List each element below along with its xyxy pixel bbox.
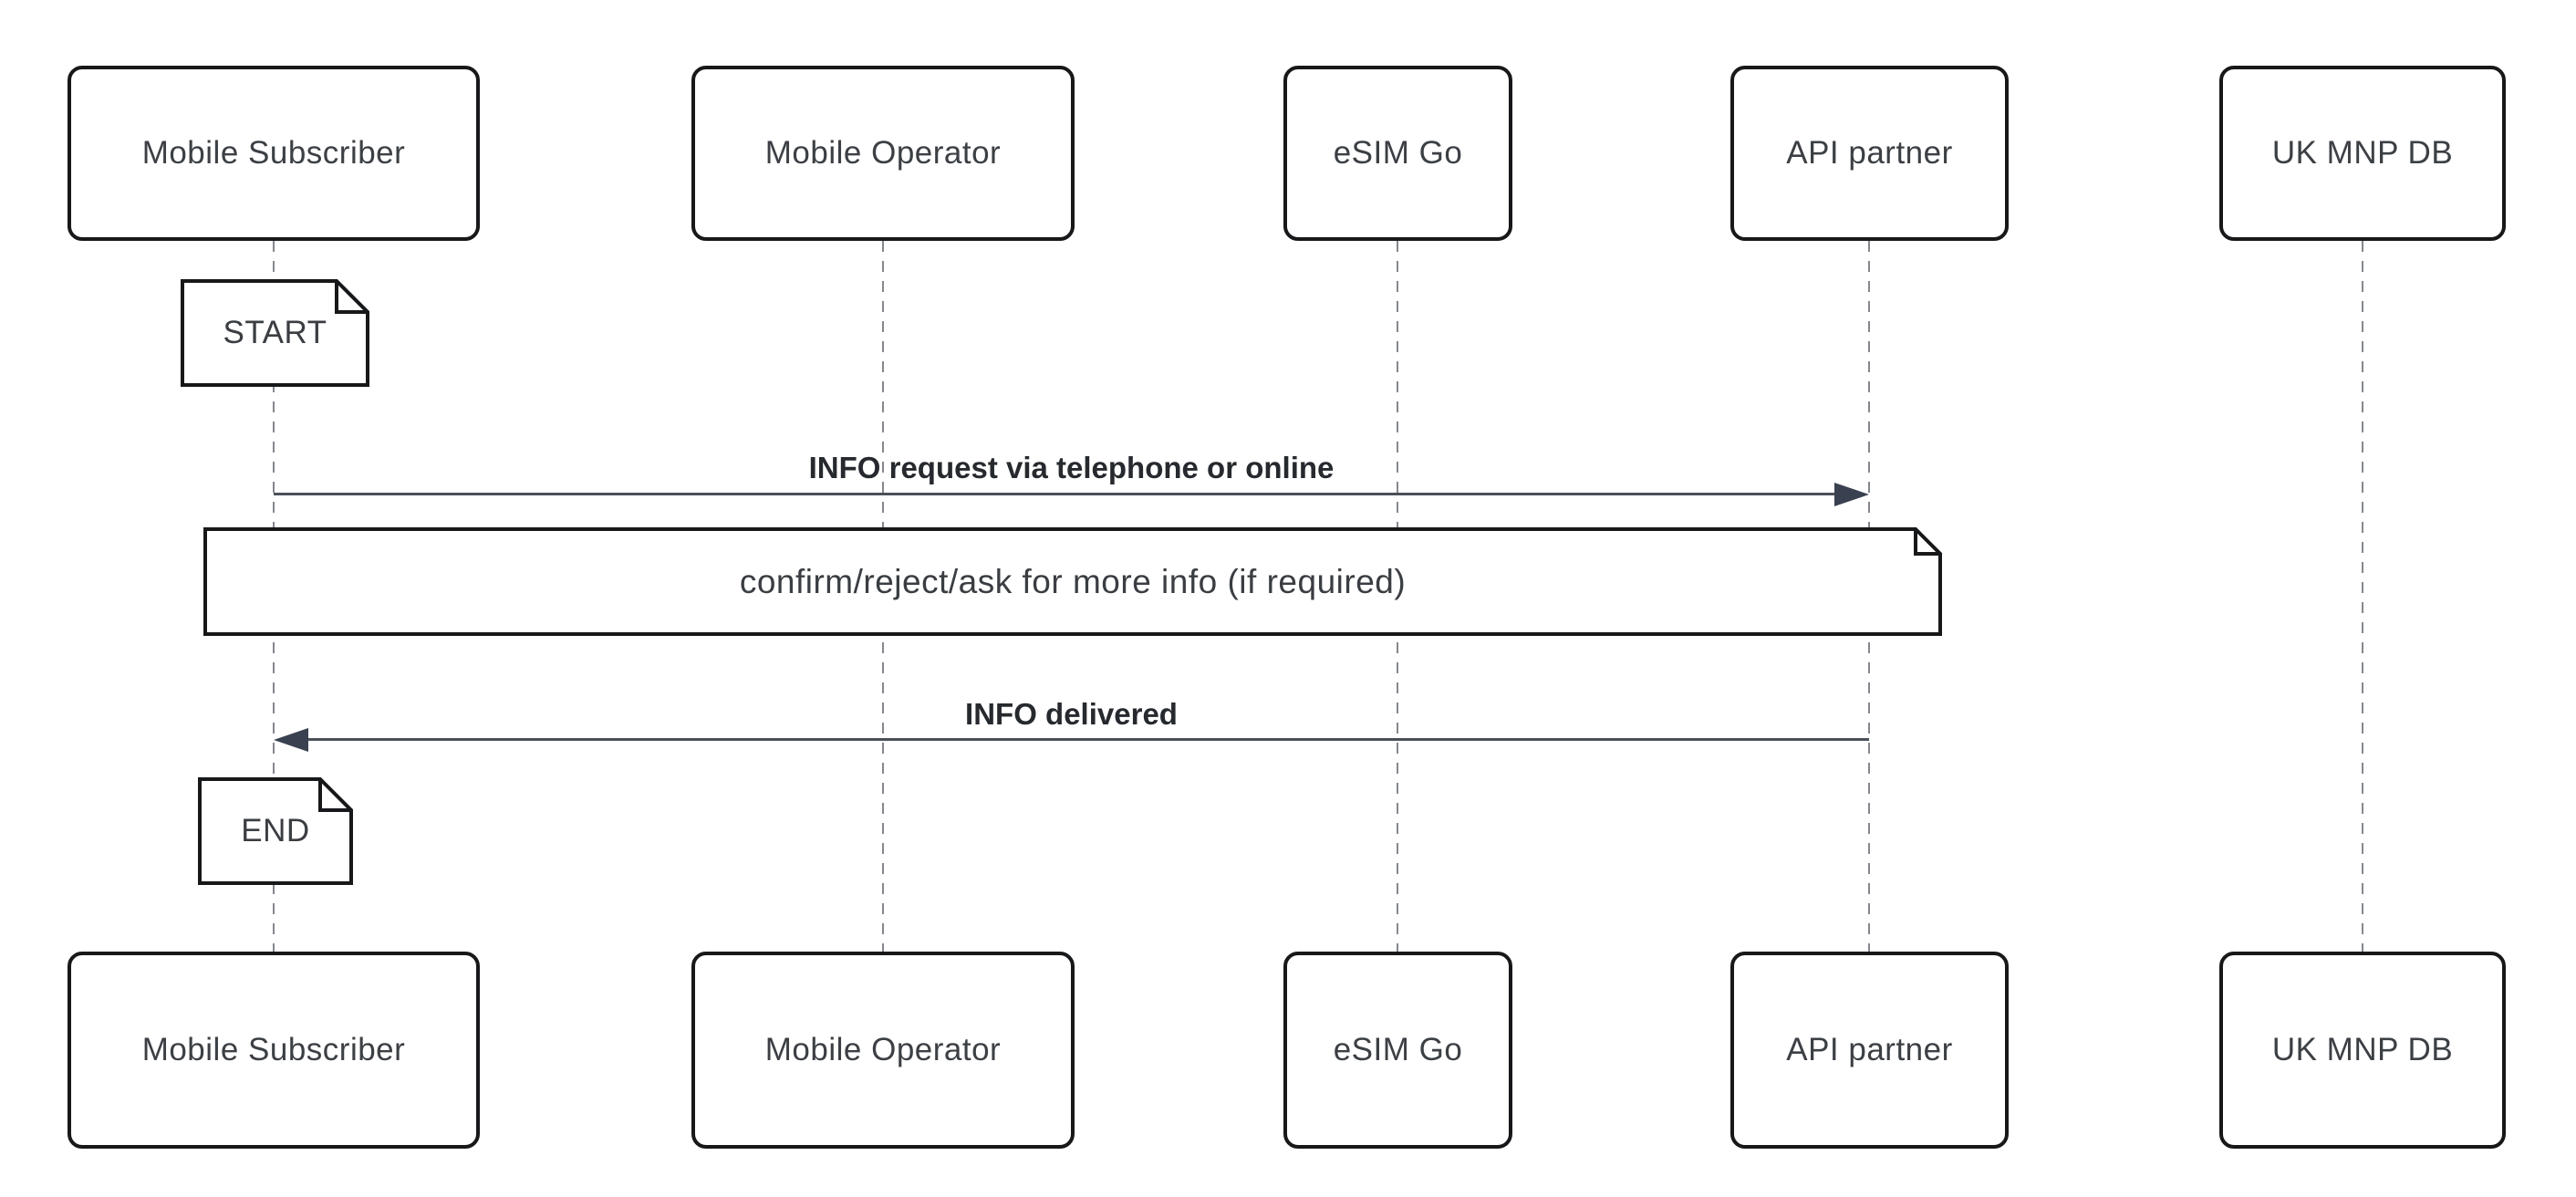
- note-end-label: END: [241, 813, 310, 848]
- actor-box-mobile-subscriber-top: Mobile Subscriber: [68, 66, 480, 241]
- note-shape-icon: [181, 279, 369, 387]
- note-shape-icon: [203, 527, 1942, 636]
- note-start-label: START: [223, 315, 327, 350]
- message-request-label: INFO request via telephone or online: [808, 451, 1335, 484]
- message-delivered-line: [305, 738, 1869, 741]
- actor-label: API partner: [1786, 1032, 1953, 1067]
- actor-box-mobile-operator-bottom: Mobile Operator: [691, 952, 1075, 1149]
- actor-label: Mobile Operator: [764, 135, 1002, 171]
- message-delivered-label: INFO delivered: [965, 697, 1178, 731]
- arrowhead-left-icon: [274, 728, 308, 752]
- actor-box-esim-go-top: eSIM Go: [1283, 66, 1512, 241]
- actor-box-api-partner-bottom: API partner: [1730, 952, 2009, 1149]
- actor-label: Mobile Subscriber: [141, 135, 406, 171]
- actor-label: eSIM Go: [1333, 135, 1463, 171]
- lifeline-uk-mnp-db: [2362, 241, 2363, 952]
- actor-label: UK MNP DB: [2271, 135, 2454, 171]
- note-confirm-reject: confirm/reject/ask for more info (if req…: [203, 527, 1942, 636]
- actor-box-uk-mnp-db-top: UK MNP DB: [2219, 66, 2506, 241]
- actor-label: UK MNP DB: [2271, 1032, 2454, 1067]
- actor-box-api-partner-top: API partner: [1730, 66, 2009, 241]
- actor-label: API partner: [1786, 135, 1953, 171]
- actor-box-uk-mnp-db-bottom: UK MNP DB: [2219, 952, 2506, 1149]
- actor-label: Mobile Operator: [764, 1032, 1002, 1067]
- actor-box-mobile-operator-top: Mobile Operator: [691, 66, 1075, 241]
- actor-label: Mobile Subscriber: [141, 1032, 406, 1067]
- note-shape-icon: [198, 777, 353, 885]
- note-confirm-reject-label: confirm/reject/ask for more info (if req…: [739, 562, 1407, 600]
- arrowhead-right-icon: [1834, 483, 1869, 506]
- actor-box-esim-go-bottom: eSIM Go: [1283, 952, 1512, 1149]
- actor-label: eSIM Go: [1333, 1032, 1463, 1067]
- note-start: START: [181, 279, 369, 387]
- actor-box-mobile-subscriber-bottom: Mobile Subscriber: [68, 952, 480, 1149]
- message-request-line: [274, 493, 1838, 495]
- note-end: END: [198, 777, 353, 885]
